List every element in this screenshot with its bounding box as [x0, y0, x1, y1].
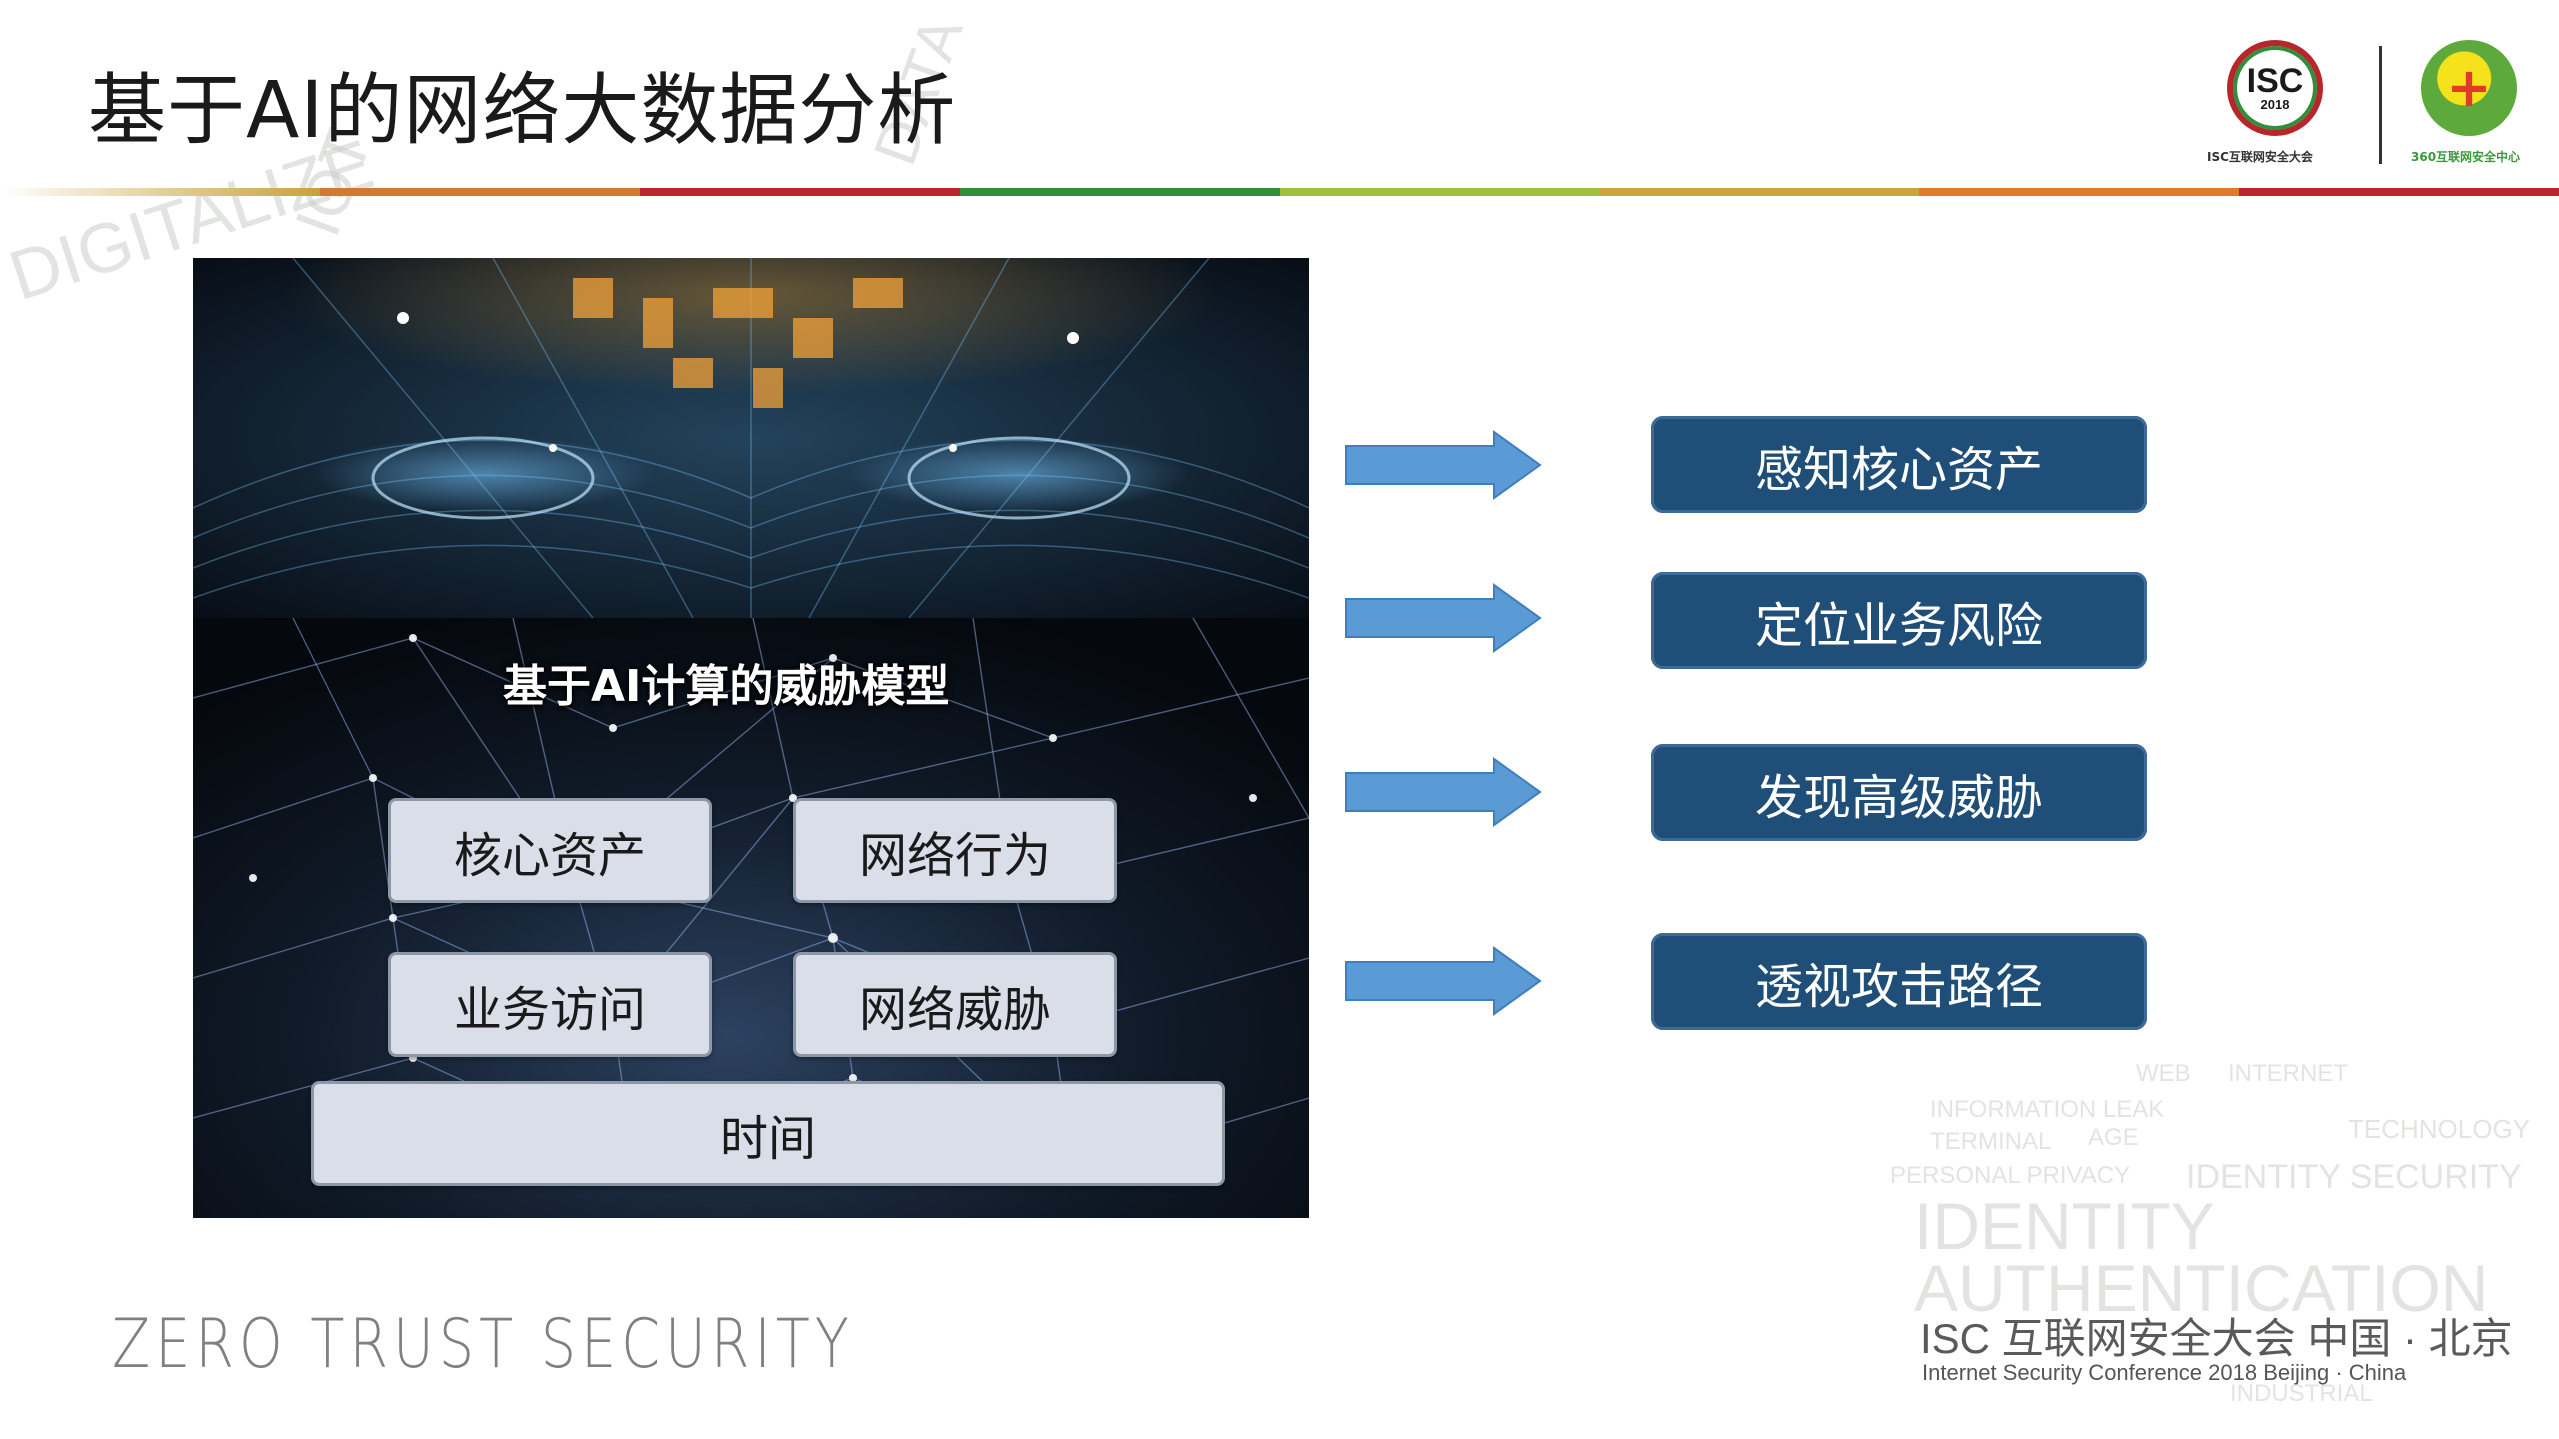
output-visualize-attack-paths: 透视攻击路径: [1651, 933, 2147, 1030]
isc-logo-text: ISC: [2246, 61, 2304, 100]
plus-icon: +: [2446, 56, 2492, 119]
arrow-right-icon: [1345, 430, 1542, 500]
model-cell-network-threat: 网络威胁: [793, 952, 1117, 1057]
model-cell-time: 时间: [311, 1081, 1225, 1186]
conference-name-cn: ISC 互联网安全大会 中国 · 北京: [1920, 1315, 2513, 1362]
page-title: 基于AI的网络大数据分析: [88, 66, 957, 156]
arrow-right-icon: [1345, 757, 1542, 827]
threat-model-title: 基于AI计算的威胁模型: [503, 661, 950, 712]
watermark-identity: IDENTITY: [1914, 1189, 2215, 1263]
ai-face-illustration: [193, 258, 1309, 618]
watermark-personal-privacy: PERSONAL PRIVACY: [1890, 1162, 2131, 1189]
360-logo-caption: 360互联网安全中心: [2411, 150, 2521, 164]
output-locate-business-risk: 定位业务风险: [1651, 572, 2147, 669]
model-cell-network-behavior: 网络行为: [793, 798, 1117, 903]
isc-logo-year: 2018: [2260, 96, 2290, 112]
watermark-age: AGE: [2088, 1124, 2139, 1151]
output-perceive-core-assets: 感知核心资产: [1651, 416, 2147, 513]
watermark-authentication: AUTHENTICATION: [1914, 1251, 2489, 1325]
output-discover-advanced-threats: 发现高级威胁: [1651, 744, 2147, 841]
zero-trust-brand: ZERO TRUST SECURITY: [112, 1305, 854, 1384]
arrow-right-icon: [1345, 946, 1542, 1016]
watermark-internet: INTERNET: [2228, 1060, 2348, 1087]
arrow-right-icon: [1345, 583, 1542, 653]
header-logos: ISC 2018 ISC互联网安全大会 + 360互联网安全中心: [2199, 30, 2559, 170]
watermark-web: WEB: [2136, 1060, 2191, 1087]
logo-separator: [2379, 46, 2382, 164]
watermark-information-leak: INFORMATION LEAK: [1930, 1096, 2165, 1123]
watermark-terminal: TERMINAL: [1930, 1128, 2052, 1155]
model-cell-business-access: 业务访问: [388, 952, 712, 1057]
isc-logo: ISC 2018: [2227, 40, 2323, 136]
360-security-logo: +: [2421, 40, 2517, 136]
isc-logo-caption: ISC互联网安全大会: [2207, 150, 2313, 164]
ai-threat-model-image: [193, 258, 1309, 1218]
watermark-technology: TECHNOLOGY: [2348, 1114, 2531, 1144]
title-divider-stripe: [0, 188, 2559, 196]
conference-name-en: Internet Security Conference 2018 Beijin…: [1922, 1360, 2407, 1385]
watermark-identity-security: IDENTITY SECURITY: [2186, 1158, 2522, 1196]
watermark-industrial: INDUSTRIAL: [2230, 1380, 2373, 1407]
model-cell-core-assets: 核心资产: [388, 798, 712, 903]
